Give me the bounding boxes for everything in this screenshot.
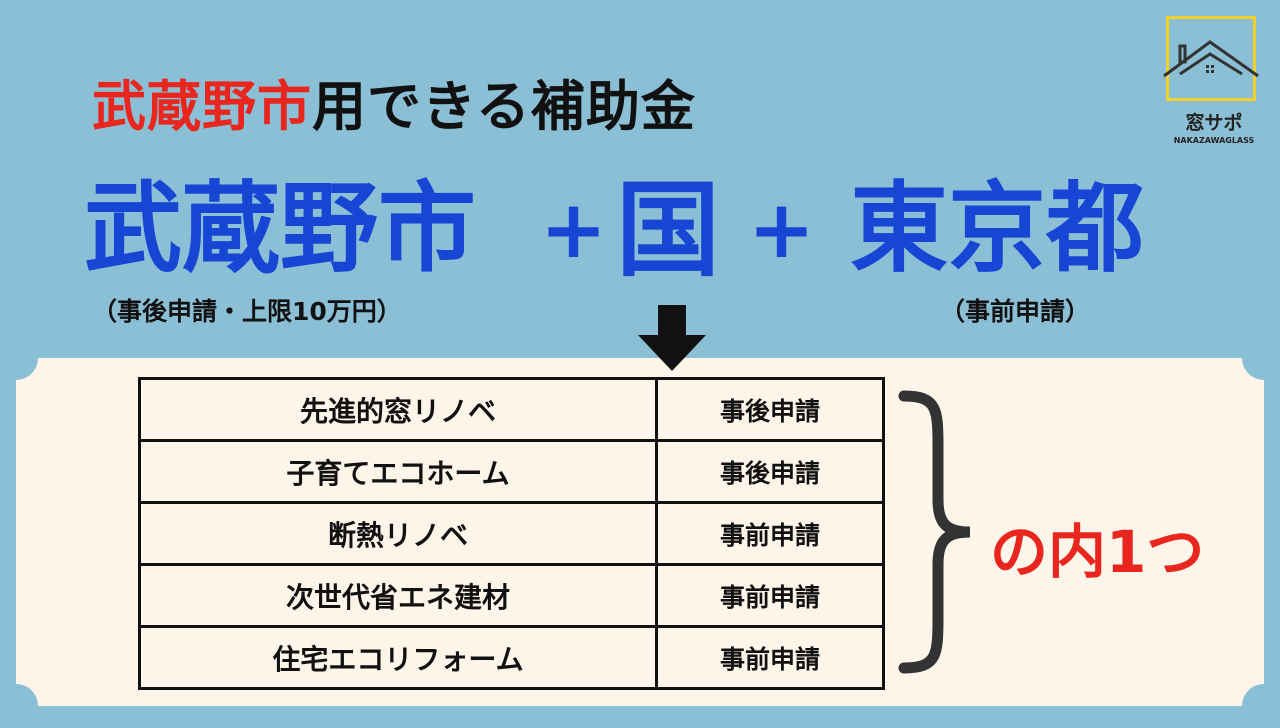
headline-country: 国 (616, 169, 721, 291)
panel-corner (1242, 684, 1280, 728)
tokyo-note: （事前申請） (940, 297, 1091, 326)
subsidy-name: 子育てエコホーム (138, 439, 658, 504)
subsidy-name: 次世代省エネ建材 (138, 563, 658, 628)
application-timing: 事前申請 (655, 625, 885, 690)
subsidy-name: 先進的窓リノベ (138, 377, 658, 442)
subsidy-name: 断熱リノベ (138, 501, 658, 566)
subsidy-name: 住宅エコリフォーム (138, 625, 658, 690)
table-row: 子育てエコホーム事後申請 (138, 439, 885, 504)
down-arrow-icon (638, 305, 706, 371)
panel-corner (0, 684, 38, 728)
title-rest: 用できる補助金 (312, 75, 696, 138)
one-of-note: の内1つ (990, 518, 1205, 586)
headline-plus-2: + (748, 183, 816, 276)
logo-frame-gap (1190, 40, 1240, 90)
application-timing: 事後申請 (655, 439, 885, 504)
page-title: 武蔵野市用できる補助金 (92, 62, 696, 141)
table-row: 断熱リノベ事前申請 (138, 501, 885, 566)
application-timing: 事前申請 (655, 501, 885, 566)
house-logo-icon (1163, 40, 1259, 78)
logo-subtitle: NAKAZAWAGLASS (1173, 136, 1255, 145)
logo-name: 窓サポ (1185, 112, 1243, 134)
headline-plus-1: + (540, 183, 608, 276)
application-timing: 事前申請 (655, 563, 885, 628)
panel-corner (0, 336, 38, 380)
headline-tokyo: 東京都 (850, 172, 1145, 286)
title-highlight: 武蔵野市 (92, 75, 312, 138)
subsidy-table: 先進的窓リノベ事後申請 子育てエコホーム事後申請 断熱リノベ事前申請 次世代省エ… (138, 377, 885, 690)
table-row: 先進的窓リノベ事後申請 (138, 377, 885, 442)
application-timing: 事後申請 (655, 377, 885, 442)
table-row: 次世代省エネ建材事前申請 (138, 563, 885, 628)
panel-corner (1242, 336, 1280, 380)
city-note: （事後申請・上限10万円） (92, 297, 402, 326)
headline-city: 武蔵野市 (84, 172, 477, 286)
logo-frame (1166, 16, 1256, 101)
table-row: 住宅エコリフォーム事前申請 (138, 625, 885, 690)
curly-brace-icon (898, 390, 971, 674)
